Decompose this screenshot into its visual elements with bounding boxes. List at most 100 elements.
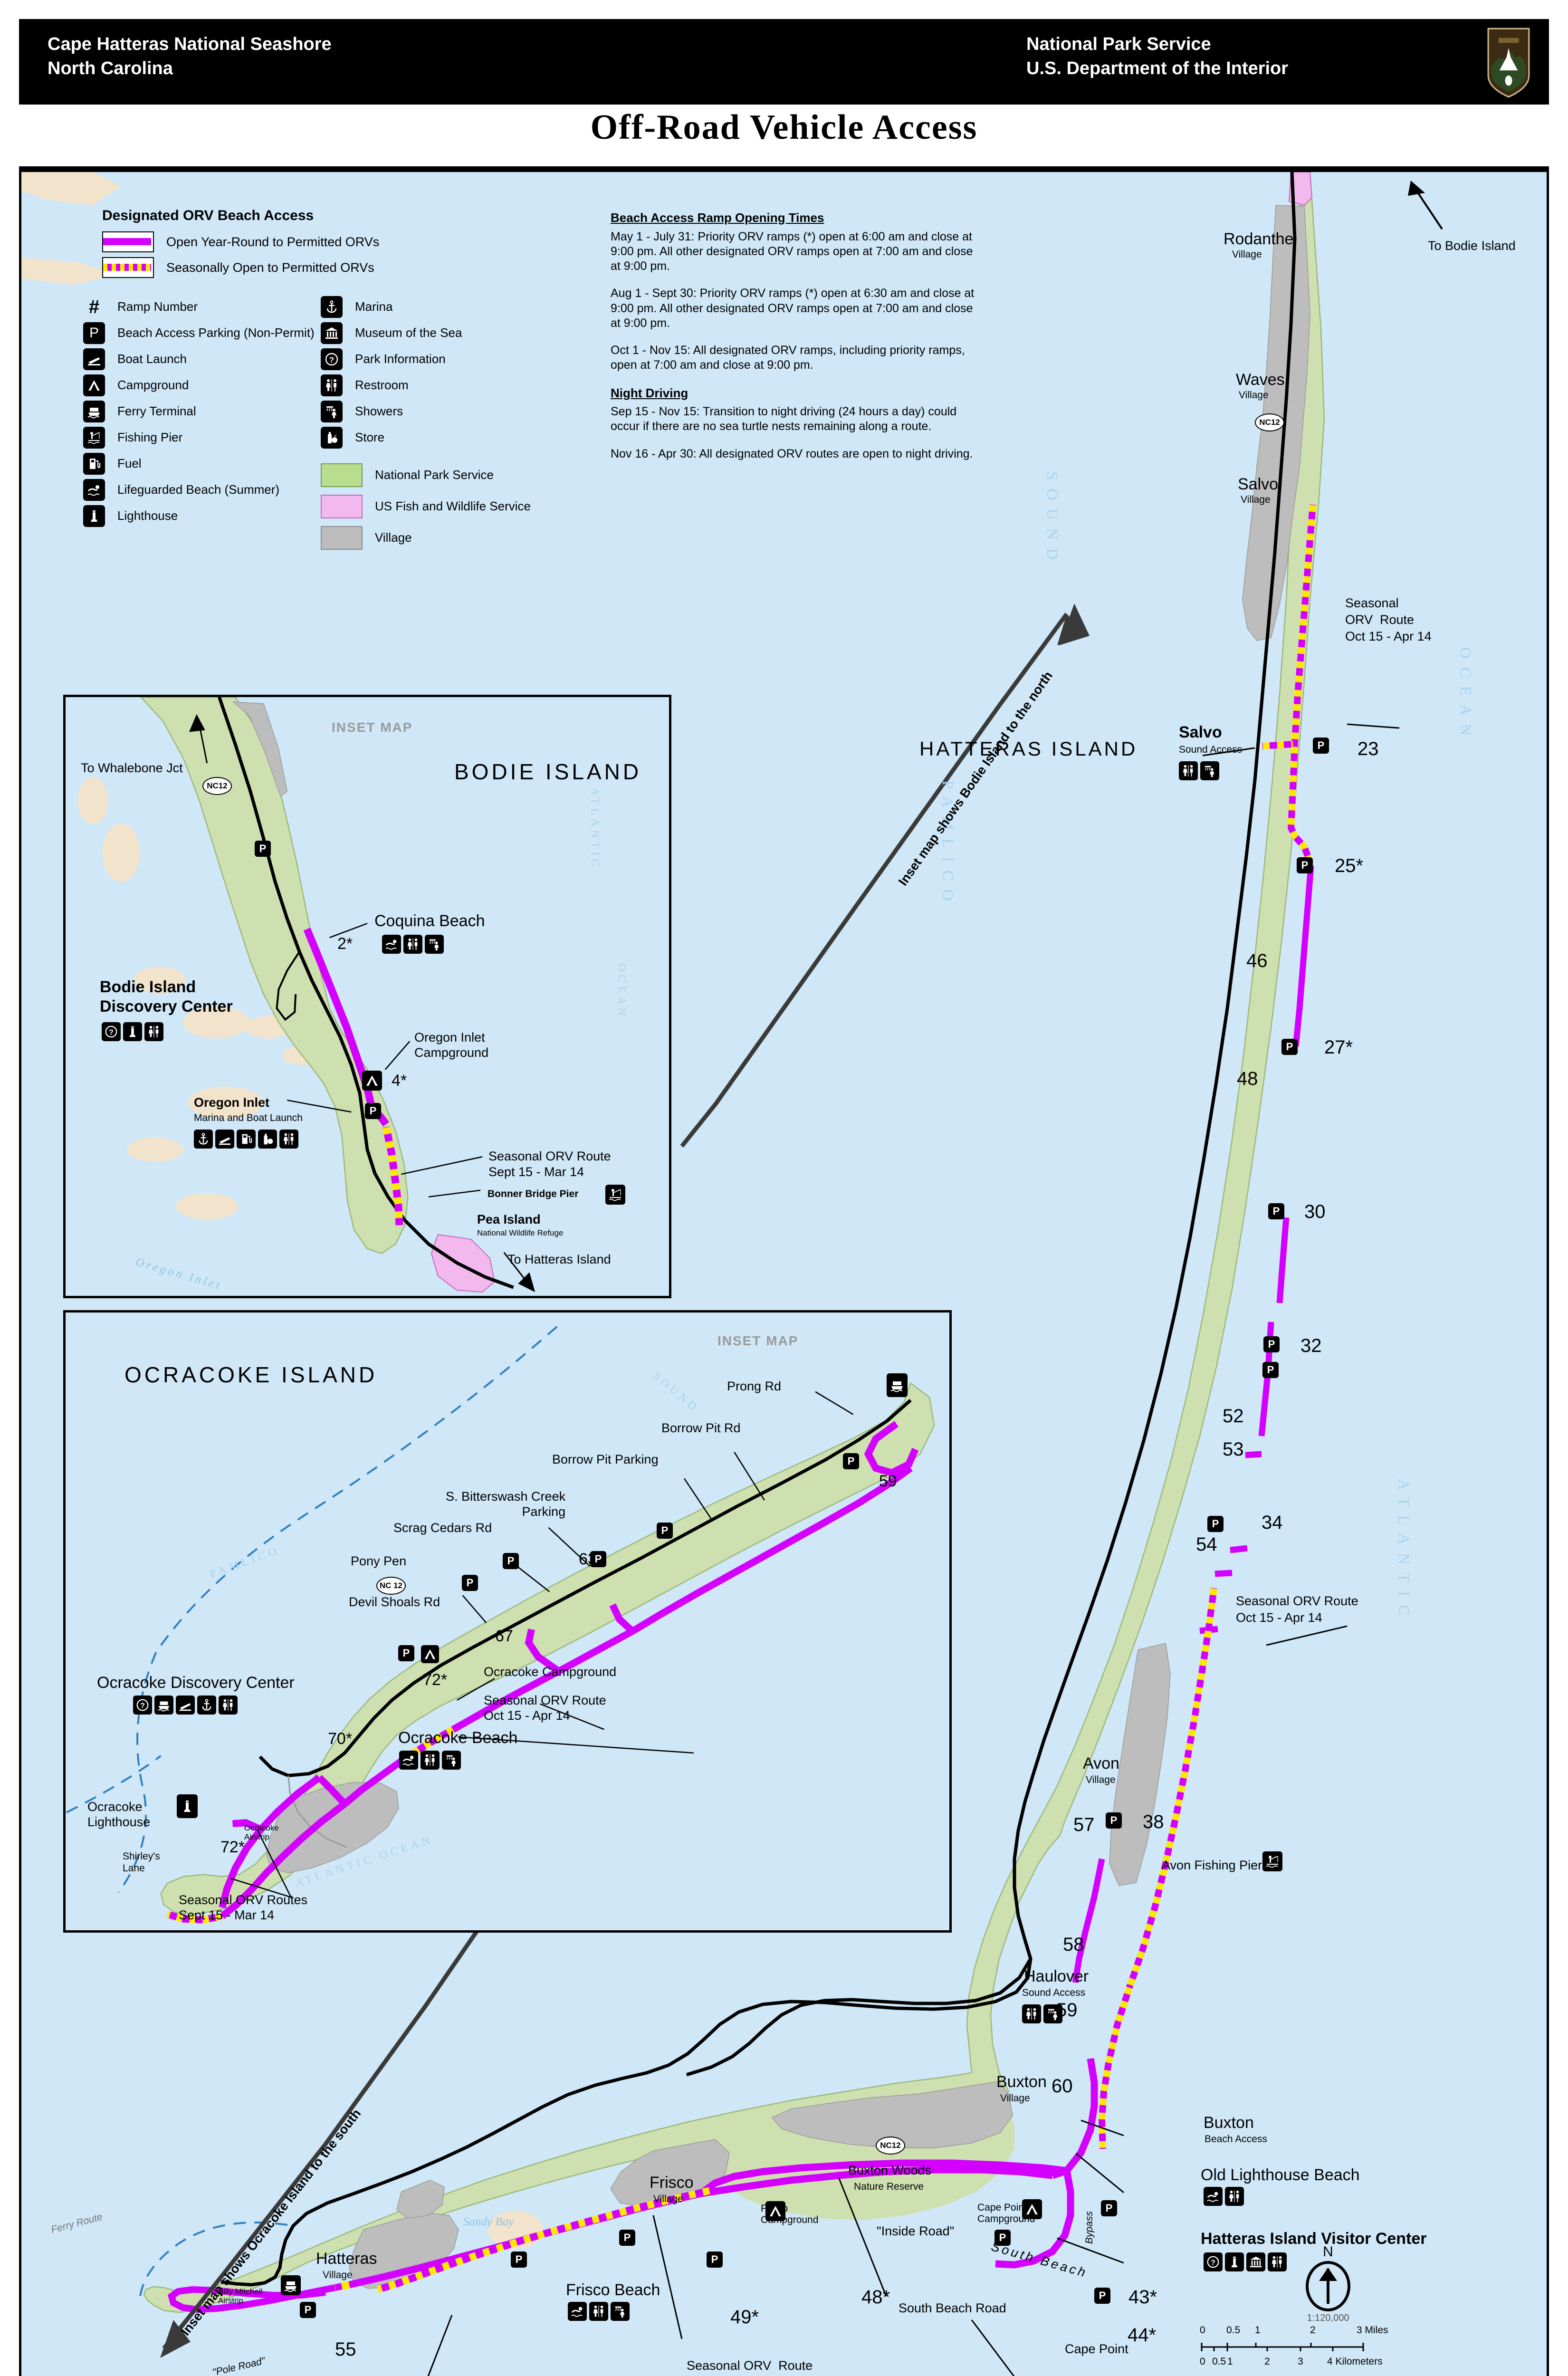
lighthouse-icon bbox=[123, 1022, 142, 1041]
marina-icon bbox=[197, 1696, 216, 1715]
svg-text:?: ? bbox=[140, 1702, 145, 1710]
parking-icon: P bbox=[503, 1553, 519, 1569]
parking-icon: P bbox=[255, 841, 271, 857]
ramp-number-34: 34 bbox=[1262, 1512, 1283, 1533]
to-bodie-island-label: To Bodie Island bbox=[1428, 239, 1516, 253]
frisco-label: Frisco bbox=[650, 2174, 694, 2192]
legend-label: US Fish and Wildlife Service bbox=[375, 499, 531, 514]
ramp-number-52: 52 bbox=[1223, 1406, 1244, 1427]
ramp-number-48-south: 48* bbox=[861, 2287, 890, 2308]
bodie-island-inset-map[interactable]: INSET MAP BODIE ISLAND ATLANTIC OCEAN Or… bbox=[63, 695, 671, 1298]
ramp-number-48: 48 bbox=[1237, 1068, 1258, 1089]
parking-icon: P bbox=[843, 1453, 859, 1469]
seasonal-route-label: Seasonally Open to Permitted ORVs bbox=[166, 260, 374, 275]
svg-text:?: ? bbox=[109, 1029, 114, 1037]
fishing-pier-icon bbox=[1262, 1851, 1282, 1871]
year-round-route-label: Open Year-Round to Permitted ORVs bbox=[166, 234, 380, 249]
boat-launch-icon bbox=[83, 348, 105, 370]
waves-sublabel: Village bbox=[1239, 390, 1269, 401]
legend-route-year-round: Open Year-Round to Permitted ORVs bbox=[102, 231, 587, 252]
boat-launch-icon bbox=[176, 1696, 195, 1715]
restroom-icon bbox=[1179, 761, 1198, 780]
atlantic-ocean-label-atlantic: ATLANTIC bbox=[1395, 1479, 1412, 1624]
km-tick-4: 4 Kilometers bbox=[1327, 2356, 1383, 2367]
parking-icon: P bbox=[1268, 1203, 1284, 1219]
borrow-pit-rd-label: Borrow Pit Rd bbox=[661, 1421, 741, 1435]
parking-icon: P bbox=[657, 1523, 673, 1539]
mile-tick-0: 0 bbox=[1200, 2325, 1205, 2336]
waves-label: Waves bbox=[1236, 371, 1285, 389]
bodie-inset-tag: INSET MAP bbox=[332, 720, 413, 735]
oregon-inlet-amenities bbox=[194, 1130, 298, 1149]
legend-item-fuel: Fuel bbox=[83, 453, 321, 475]
restroom-icon bbox=[279, 1130, 298, 1149]
rodanthe-sublabel: Village bbox=[1232, 249, 1262, 260]
legend-label: Museum of the Sea bbox=[355, 326, 462, 340]
ramp-number-54: 54 bbox=[1196, 1534, 1217, 1555]
parking-icon: P bbox=[619, 2230, 635, 2246]
ramp-number-53: 53 bbox=[1223, 1439, 1244, 1460]
nps-area-swatch bbox=[321, 463, 363, 487]
legend-label: Ramp Number bbox=[117, 299, 198, 314]
north-label: N bbox=[1323, 2244, 1333, 2260]
scale-bar: 0 0.5 1 2 3 Miles 0 0.5 1 2 3 4 Kilomete… bbox=[1200, 2325, 1466, 2370]
coquina-beach-label: Coquina Beach bbox=[374, 912, 485, 930]
restroom-icon bbox=[321, 374, 343, 396]
parking-icon: P bbox=[462, 1575, 478, 1591]
restroom-icon bbox=[219, 1696, 238, 1715]
km-tick-05: 0.5 bbox=[1212, 2356, 1226, 2367]
agency-identity: National Park Service U.S. Department of… bbox=[1026, 32, 1288, 81]
rodanthe-label: Rodanthe bbox=[1224, 230, 1294, 248]
buxton-beach-access-label: Buxton bbox=[1204, 2114, 1254, 2132]
ocracoke-island-inset-map[interactable]: INSET MAP OCRACOKE ISLAND SOUND PAMLICO … bbox=[63, 1310, 952, 1933]
legend-label: Showers bbox=[355, 404, 403, 419]
ocracoke-discovery-center-amenities: ? bbox=[133, 1696, 238, 1715]
nc12-shield: NC12 bbox=[1255, 413, 1284, 431]
ramp-number-44: 44* bbox=[1128, 2325, 1157, 2346]
borrow-pit-parking-label: Borrow Pit Parking bbox=[552, 1452, 659, 1466]
haulover-amenities bbox=[1022, 2004, 1062, 2023]
park-information-icon: ? bbox=[133, 1696, 152, 1715]
mile-tick-2: 2 bbox=[1310, 2325, 1316, 2336]
showers-icon bbox=[321, 401, 343, 422]
park-information-icon: ? bbox=[321, 348, 343, 370]
legend-item-campground: Campground bbox=[83, 374, 321, 396]
legend: Designated ORV Beach Access Open Year-Ro… bbox=[83, 208, 587, 557]
ramp-number-58: 58 bbox=[1063, 1934, 1084, 1955]
museum-icon bbox=[321, 322, 343, 344]
legend-label: Marina bbox=[355, 299, 393, 314]
nc12-shield: NC 12 bbox=[376, 1577, 406, 1595]
buxton-label: Buxton bbox=[996, 2073, 1047, 2091]
ramp-number-59-ocracoke: 59 bbox=[879, 1472, 897, 1490]
parking-icon: P bbox=[300, 2302, 316, 2318]
legend-label: Beach Access Parking (Non-Permit) bbox=[117, 326, 315, 340]
pea-island-label: Pea Island bbox=[477, 1212, 541, 1226]
ferry-terminal-icon bbox=[887, 1373, 908, 1397]
fishing-pier-icon bbox=[83, 427, 105, 449]
ramp-times-heading: Beach Access Ramp Opening Times bbox=[611, 211, 824, 225]
salvo-sound-access-amenities bbox=[1179, 761, 1219, 780]
north-arrow-icon bbox=[1306, 2261, 1350, 2311]
page-title: Off-Road Vehicle Access bbox=[590, 108, 978, 147]
parking-icon: P bbox=[511, 2251, 527, 2268]
showers-icon bbox=[611, 2302, 630, 2321]
coquina-beach-amenities bbox=[382, 935, 444, 954]
map-canvas[interactable]: Designated ORV Beach Access Open Year-Ro… bbox=[19, 170, 1549, 2376]
bodie-island-name: BODIE ISLAND bbox=[454, 759, 642, 784]
park-name: Cape Hatteras National Seashore bbox=[48, 34, 332, 54]
ramp-number-38: 38 bbox=[1143, 1811, 1164, 1832]
year-round-route-swatch bbox=[102, 231, 154, 252]
ramp-number-25: 25* bbox=[1335, 855, 1364, 876]
hatteras-village-sublabel: Village bbox=[323, 2270, 353, 2280]
legend-item-lifeguarded-beach: Lifeguarded Beach (Summer) bbox=[83, 479, 321, 501]
marina-icon bbox=[321, 296, 343, 318]
village-area-swatch bbox=[321, 526, 363, 550]
usfws-area-swatch bbox=[321, 495, 363, 518]
